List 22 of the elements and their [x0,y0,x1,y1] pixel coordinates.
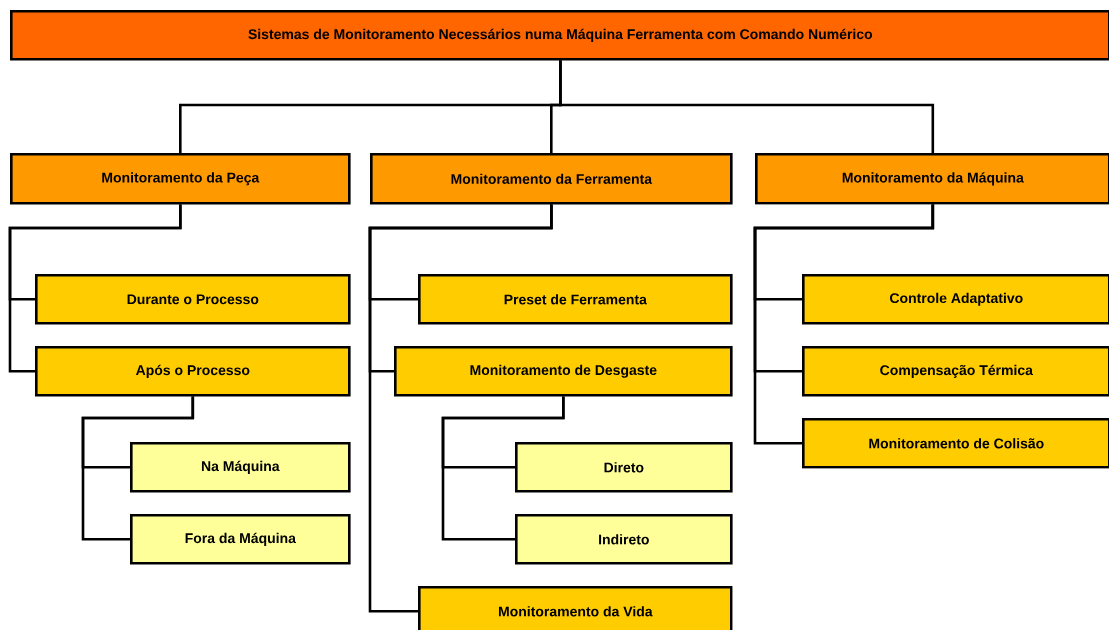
subcategory-box: Monitoramento de Desgaste [394,346,733,397]
connector-line [441,396,565,541]
connector-line [559,60,935,153]
category-box: Monitoramento da Ferramenta [370,153,733,205]
subcategory-box: Controle Adaptativo [802,274,1109,325]
subcategory-box: Compensação Térmica [802,346,1109,397]
title-box: Sistemas de Monitoramento Necessários numa Máquina Ferramenta com Comando Numérico [10,10,1109,61]
category-box: Monitoramento da Peça [10,153,351,205]
connector-line [368,204,553,613]
subcategory-box: Monitoramento da Vida [418,586,733,630]
subcategory-box: Após o Processo [35,346,351,397]
detail-box: Direto [515,442,733,493]
connector-line [753,204,935,445]
subcategory-box: Durante o Processo [35,274,351,325]
subcategory-box: Monitoramento de Colisão [802,418,1109,469]
detail-box: Na Máquina [130,442,351,493]
connector-line [8,204,182,373]
subcategory-box: Preset de Ferramenta [418,274,733,325]
category-box: Monitoramento da Máquina [755,153,1109,205]
connector-line [81,396,195,541]
detail-box: Fora da Máquina [130,514,351,565]
detail-box: Indireto [515,514,733,565]
